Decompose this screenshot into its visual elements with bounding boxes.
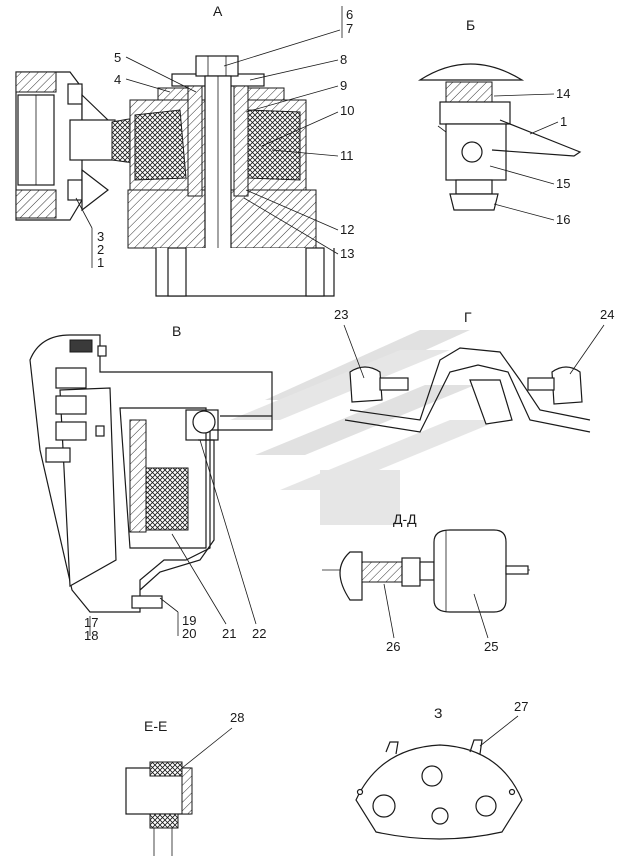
- view-dd-title: Д-Д: [393, 511, 417, 527]
- callout-28: 28: [230, 710, 244, 725]
- callout-20: 20: [182, 626, 196, 641]
- callout-5: 5: [114, 50, 121, 65]
- callout-1: 1: [97, 255, 104, 270]
- callout-1b: 1: [560, 114, 567, 129]
- callout-24: 24: [600, 307, 614, 322]
- callout-7: 7: [346, 21, 353, 36]
- callout-17: 17: [84, 615, 98, 630]
- callout-21: 21: [222, 626, 236, 641]
- callout-15: 15: [556, 176, 570, 191]
- view-v: В 17 18 19 20 21 22: [29, 323, 273, 643]
- view-z: З 27: [355, 699, 528, 840]
- callout-12: 12: [340, 222, 354, 237]
- callout-27: 27: [514, 699, 528, 714]
- view-b-title: Б: [466, 17, 475, 33]
- callout-3: 3: [97, 229, 104, 244]
- view-a-callouts: 6 7 5 4 8 9 10 11 12 13 3 2 1: [75, 6, 354, 270]
- callout-26: 26: [386, 639, 400, 654]
- callout-22: 22: [252, 626, 266, 641]
- view-b-lever: [491, 119, 582, 157]
- view-v-housing: [29, 334, 273, 613]
- callout-6: 6: [346, 7, 353, 22]
- view-a-title: А: [213, 3, 223, 19]
- callout-2: 2: [97, 242, 104, 257]
- callout-8: 8: [340, 52, 347, 67]
- view-dd: Д-Д 26 25: [322, 511, 530, 654]
- view-a-main-block: [127, 55, 335, 297]
- view-z-title: З: [434, 705, 442, 721]
- callout-9: 9: [340, 78, 347, 93]
- view-dd-canister: [433, 529, 507, 613]
- callout-19: 19: [182, 613, 196, 628]
- callout-11: 11: [340, 148, 354, 163]
- callout-4: 4: [114, 72, 121, 87]
- callout-14: 14: [556, 86, 570, 101]
- view-v-title: В: [172, 323, 181, 339]
- view-b-cap: [417, 63, 525, 81]
- view-g-bracket: [349, 347, 591, 421]
- view-z-plate: [355, 744, 523, 840]
- callout-23: 23: [334, 307, 348, 322]
- view-a: А: [15, 3, 335, 297]
- callout-10: 10: [340, 103, 354, 118]
- view-g-title: Г: [464, 309, 472, 325]
- view-a-left-bracket: [15, 71, 116, 221]
- view-ee-title: Е-Е: [144, 718, 167, 734]
- view-dd-knob: [339, 551, 363, 601]
- view-b: Б 14 1 15 16: [417, 17, 582, 227]
- view-g: Г 23 24: [334, 307, 614, 433]
- callout-18: 18: [84, 628, 98, 643]
- callout-25: 25: [484, 639, 498, 654]
- callout-13: 13: [340, 246, 354, 261]
- callout-16: 16: [556, 212, 570, 227]
- view-ee: Е-Е 28: [125, 710, 244, 856]
- stylized-flag-logo-icon: [230, 330, 500, 525]
